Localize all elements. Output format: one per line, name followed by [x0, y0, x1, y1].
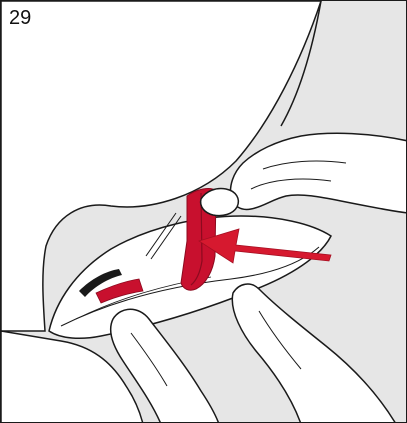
- step-number: 29: [9, 8, 31, 28]
- hand-lower-right: [232, 284, 396, 423]
- hand-upper: [231, 133, 407, 213]
- hand-upper-thumb: [201, 188, 239, 215]
